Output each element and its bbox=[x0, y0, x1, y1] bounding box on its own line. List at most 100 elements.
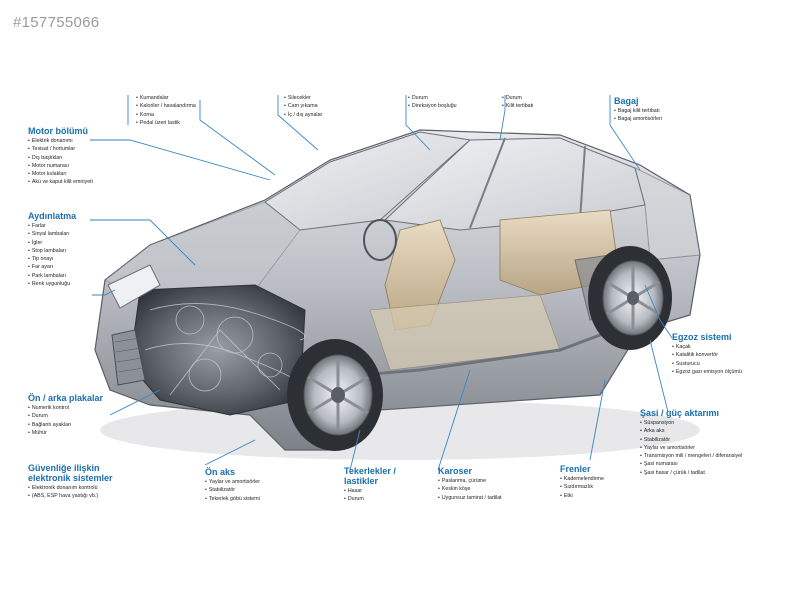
list-item: Silecekler bbox=[284, 94, 322, 102]
group-title: Şasi / güç aktarımı bbox=[640, 408, 720, 418]
list-item: Bagaj kilit tertibatı bbox=[614, 107, 662, 115]
list-item: Durum bbox=[502, 94, 534, 102]
label-group-tekerlekler: Tekerlekler / lastikler Hasar Durum bbox=[344, 466, 424, 505]
list-item: Transmisyon mili / mengeleri / diferansi… bbox=[640, 452, 742, 460]
list-item: Stabilizatör bbox=[205, 486, 315, 494]
list-item: Korna bbox=[136, 111, 196, 119]
list-item: Stabilizatör bbox=[640, 436, 742, 444]
top-4-items: Durum Kilit tertibatı bbox=[502, 94, 534, 111]
top-2-items: Silecekler Cam yıkama İç / dış aynalar bbox=[284, 94, 322, 119]
group-title: Bagaj bbox=[614, 96, 639, 106]
list-item: Keskin köşe bbox=[438, 485, 548, 493]
front-wheel bbox=[287, 339, 383, 451]
trunk bbox=[634, 167, 701, 261]
list-item: Kumandalar bbox=[136, 94, 196, 102]
label-group-frenler: Frenler Kademelendirme Sızdırmazlık Etki bbox=[560, 464, 640, 505]
list-item: Tip onayı bbox=[28, 255, 76, 263]
on-aks-items: Yaylar ve amortisörler Stabilizatör Teke… bbox=[205, 478, 315, 503]
list-item: İç / dış aynalar bbox=[284, 111, 322, 119]
list-item: Numerik kontrol bbox=[28, 404, 103, 412]
label-group-egzoz: Egzoz sistemi Kaçak Katalitik konvertör … bbox=[672, 332, 742, 376]
guvenlik-items: Elektronik donanım kontrolü (ABS, ESP ha… bbox=[28, 484, 148, 501]
label-group-bagaj: Bagaj Bagaj kilit tertibatı Bagaj amorti… bbox=[614, 96, 662, 124]
label-group-top-3: Durum Direksiyon boşluğu bbox=[408, 93, 457, 111]
group-title: Karoser bbox=[438, 466, 473, 476]
aydinlatma-items: Farlar Sinyal lambaları İgler Stop lamba… bbox=[28, 222, 76, 288]
rear-wheel bbox=[588, 246, 672, 350]
list-item: İgler bbox=[28, 239, 76, 247]
list-item: Park lambaları bbox=[28, 272, 76, 280]
engine-block bbox=[129, 284, 306, 416]
list-item: Stop lambaları bbox=[28, 247, 76, 255]
list-item: Kademelendirme bbox=[560, 475, 640, 483]
label-group-top-2: Silecekler Cam yıkama İç / dış aynalar bbox=[284, 93, 322, 119]
car-cutaway-illustration bbox=[90, 95, 701, 471]
headlight bbox=[107, 264, 161, 309]
list-item: Süspansiyon bbox=[640, 419, 742, 427]
list-item: Far ayarı bbox=[28, 263, 76, 271]
label-group-on-arka-plakalar: Ön / arka plakalar Numerik kontrol Durum… bbox=[28, 393, 103, 437]
list-item: Direksiyon boşluğu bbox=[408, 102, 457, 110]
list-item: Bağlantı ayakları bbox=[28, 421, 103, 429]
list-item: Paslanma, çürüme bbox=[438, 477, 548, 485]
list-item: Susturucu bbox=[672, 360, 742, 368]
label-group-top-1: Kumandalar Kaloriler / havalandırma Korn… bbox=[136, 93, 196, 127]
group-title: Aydınlatma bbox=[28, 211, 77, 221]
list-item: Mühür bbox=[28, 429, 103, 437]
list-item: Motor kulakları bbox=[28, 170, 93, 178]
label-group-karoser: Karoser Paslanma, çürüme Keskin köşe Uyg… bbox=[438, 466, 548, 505]
bagaj-items: Bagaj kilit tertibatı Bagaj amortisörler… bbox=[614, 107, 662, 124]
list-item: Şasi numarası bbox=[640, 460, 742, 468]
group-title: Egzoz sistemi bbox=[672, 332, 732, 342]
front-grille bbox=[111, 329, 146, 386]
group-title: Frenler bbox=[560, 464, 591, 474]
watermark-id: #157755066 bbox=[13, 14, 100, 31]
list-item: Tesisat / hortumlar bbox=[28, 145, 93, 153]
car-diagram: Kumandalar Kaloriler / havalandırma Korn… bbox=[0, 80, 800, 505]
group-title: Güvenliğe ilişkin elektronik sistemler bbox=[28, 463, 113, 483]
list-item: Egzoz gazı emisyon ölçümü bbox=[672, 368, 742, 376]
sasi-items: Süspansiyon Arka aks Stabilizatör Yaylar… bbox=[640, 419, 742, 477]
blank-area bbox=[0, 505, 800, 600]
list-item: Farlar bbox=[28, 222, 76, 230]
list-item: Hasar bbox=[344, 487, 424, 495]
leader-lines bbox=[90, 95, 673, 471]
top-1-items: Kumandalar Kaloriler / havalandırma Korn… bbox=[136, 94, 196, 127]
label-group-aydinlatma: Aydınlatma Farlar Sinyal lambaları İgler… bbox=[28, 211, 76, 288]
tekerlekler-items: Hasar Durum bbox=[344, 487, 424, 504]
list-item: Katalitik konvertör bbox=[672, 351, 742, 359]
list-item: Durum bbox=[28, 412, 103, 420]
group-title: Tekerlekler / lastikler bbox=[344, 466, 396, 486]
group-title: Motor bölümü bbox=[28, 126, 88, 136]
list-item: Dış başlıkları bbox=[28, 154, 93, 162]
egzoz-items: Kaçak Katalitik konvertör Susturucu Egzo… bbox=[672, 343, 742, 376]
list-item: Kaçak bbox=[672, 343, 742, 351]
frenler-items: Kademelendirme Sızdırmazlık Etki bbox=[560, 475, 640, 500]
list-item: Elektronik donanım kontrolü bbox=[28, 484, 148, 492]
list-item: (ABS, ESP hava yastığı vb.) bbox=[28, 492, 148, 500]
list-item: Durum bbox=[408, 94, 457, 102]
list-item: Arka aks bbox=[640, 427, 742, 435]
list-item: Yaylar ve amortisörler bbox=[640, 444, 742, 452]
label-group-motor: Motor bölümü Elektrik donanımı Tesisat /… bbox=[28, 126, 93, 187]
motor-items: Elektrik donanımı Tesisat / hortumlar Dı… bbox=[28, 137, 93, 187]
list-item: Bagaj amortisörleri bbox=[614, 115, 662, 123]
list-item: Şasi hasar / çürük / tadilat bbox=[640, 469, 742, 477]
list-item: Uygunsuz tamirat / tadilat bbox=[438, 494, 548, 502]
plakalar-items: Numerik kontrol Durum Bağlantı ayakları … bbox=[28, 404, 103, 437]
list-item: Akü ve kaput kilit emniyeti bbox=[28, 178, 93, 186]
group-title: Ön / arka plakalar bbox=[28, 393, 104, 403]
list-item: Elektrik donanımı bbox=[28, 137, 93, 145]
list-item: Sinyal lambaları bbox=[28, 230, 76, 238]
list-item: Renk uygunluğu bbox=[28, 280, 76, 288]
list-item: Tekerlek göbü sistemi bbox=[205, 495, 315, 503]
list-item: Kilit tertibatı bbox=[502, 102, 534, 110]
list-item: Sızdırmazlık bbox=[560, 483, 640, 491]
label-group-top-4: Durum Kilit tertibatı bbox=[502, 93, 534, 111]
top-3-items: Durum Direksiyon boşluğu bbox=[408, 94, 457, 111]
list-item: Cam yıkama bbox=[284, 102, 322, 110]
list-item: Etki bbox=[560, 492, 640, 500]
label-group-sasi: Şasi / güç aktarımı Süspansiyon Arka aks… bbox=[640, 408, 742, 477]
list-item: Pedal üzeri lastik bbox=[136, 119, 196, 127]
list-item: Motor numarası bbox=[28, 162, 93, 170]
